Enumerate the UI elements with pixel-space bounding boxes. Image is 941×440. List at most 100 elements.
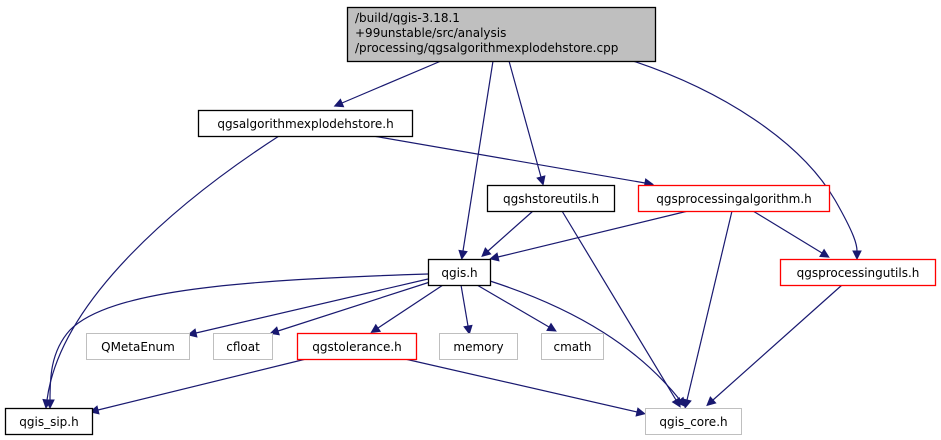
edge-root-to-qgis [458, 60, 494, 261]
edge-line [46, 135, 280, 401]
edge-qgis-to-cfloat [269, 281, 431, 336]
node-label-line: /processing/qgsalgorithmexplodehstore.cp… [355, 41, 618, 55]
node-label: qgsalgorithmexplodehstore.h [217, 117, 393, 131]
edge-line [404, 358, 638, 413]
node-label-line: +99unstable/src/analysis [355, 26, 506, 40]
edge-line [49, 273, 429, 401]
edge-root-to-hstoreutils [508, 60, 546, 186]
node-box[interactable] [4, 407, 94, 436]
edge-line [97, 358, 307, 411]
node-label: qgis_sip.h [19, 415, 78, 429]
node-label: memory [453, 340, 503, 354]
node-sip[interactable]: qgis_sip.h [4, 407, 94, 436]
node-box[interactable] [296, 332, 418, 361]
node-label: qgis.h [441, 266, 477, 280]
node-box[interactable] [486, 184, 616, 213]
node-box[interactable] [427, 258, 492, 287]
edge-tolerance-to-sip [89, 358, 307, 415]
node-procalgo[interactable]: qgsprocessingalgorithm.h [637, 184, 831, 213]
arrowhead-icon [675, 396, 686, 408]
edge-line [508, 60, 542, 178]
node-box[interactable] [645, 408, 742, 435]
edge-explodeh-to-procalgo [372, 135, 654, 188]
edge-line [497, 210, 689, 258]
node-qmetaenum[interactable]: QMetaEnum [86, 333, 190, 360]
edge-line [195, 278, 429, 334]
edge-line [372, 135, 646, 184]
edge-procalgo-to-core [682, 210, 733, 409]
edge-line [712, 284, 843, 401]
arrowhead-icon [706, 396, 717, 407]
edge-qgis-to-core [489, 280, 686, 408]
arrowhead-icon [536, 175, 546, 186]
arrowhead-icon [45, 399, 55, 410]
node-box[interactable] [637, 184, 831, 213]
node-label: cmath [554, 340, 592, 354]
node-procutils[interactable]: qgsprocessingutils.h [779, 258, 937, 287]
edge-line [460, 284, 469, 327]
node-label: qgsprocessingutils.h [797, 266, 920, 280]
node-cmath[interactable]: cmath [541, 333, 604, 360]
node-label: qgshstoreutils.h [503, 192, 599, 206]
node-label: qgsprocessingalgorithm.h [656, 192, 812, 206]
node-box[interactable] [86, 333, 190, 360]
edge-explodeh-to-sip [42, 135, 280, 410]
node-box[interactable] [346, 6, 657, 63]
arrowhead-icon [852, 250, 862, 261]
node-label: QMetaEnum [101, 340, 175, 354]
node-label: qgis_core.h [659, 415, 727, 429]
node-box[interactable] [439, 333, 518, 360]
arrowhead-icon [481, 247, 492, 258]
edge-line [377, 284, 444, 329]
node-label-line: /build/qgis-3.18.1 [355, 11, 460, 25]
node-core[interactable]: qgis_core.h [645, 408, 742, 435]
edge-hstoreutils-to-core [561, 210, 681, 408]
node-cfloat[interactable]: cfloat [213, 333, 273, 360]
arrowhead-icon [819, 248, 830, 258]
node-hstoreutils[interactable]: qgshstoreutils.h [486, 184, 616, 213]
node-root[interactable]: /build/qgis-3.18.1+99unstable/src/analys… [346, 6, 657, 63]
arrowhead-icon [546, 322, 557, 332]
node-label: cfloat [226, 340, 260, 354]
node-box[interactable] [779, 258, 937, 287]
arrowhead-icon [269, 326, 280, 336]
edge-qgis-to-cmath [476, 284, 557, 332]
edges-layer [42, 60, 862, 417]
edge-root-to-explodeh [333, 60, 442, 108]
edge-procalgo-to-qgis [489, 210, 689, 262]
edge-line [341, 60, 442, 104]
node-explodeh[interactable]: qgsalgorithmexplodehstore.h [197, 109, 414, 138]
edge-qgis-to-sip [45, 273, 429, 410]
edge-line [752, 210, 823, 254]
arrowhead-icon [635, 407, 646, 417]
edge-line [632, 60, 858, 252]
edge-procutils-to-core [706, 284, 843, 407]
node-memory[interactable]: memory [439, 333, 518, 360]
node-label: qgstolerance.h [312, 340, 402, 354]
edge-line [686, 210, 733, 401]
edge-qgis-to-qmetaenum [187, 278, 429, 338]
edge-line [476, 284, 550, 328]
node-tolerance[interactable]: qgstolerance.h [296, 332, 418, 361]
edge-tolerance-to-core [404, 358, 646, 417]
node-box[interactable] [213, 333, 273, 360]
arrowhead-icon [489, 252, 500, 262]
edge-qgis-to-memory [460, 284, 473, 335]
arrowhead-icon [458, 249, 468, 261]
edge-line [462, 60, 494, 252]
arrowhead-icon [333, 98, 345, 108]
arrowhead-icon [187, 328, 198, 338]
node-qgis[interactable]: qgis.h [427, 258, 492, 287]
edge-line [561, 210, 677, 401]
node-box[interactable] [197, 109, 414, 138]
nodes-layer: /build/qgis-3.18.1+99unstable/src/analys… [4, 6, 937, 436]
edge-line [277, 281, 431, 332]
edge-qgis-to-tolerance [370, 284, 444, 334]
edge-root-to-procutils [632, 60, 862, 261]
node-box[interactable] [541, 333, 604, 360]
edge-procalgo-to-procutils [752, 210, 830, 258]
edge-line [489, 280, 681, 401]
edge-hstoreutils-to-qgis [481, 210, 534, 258]
edge-line [487, 210, 534, 252]
